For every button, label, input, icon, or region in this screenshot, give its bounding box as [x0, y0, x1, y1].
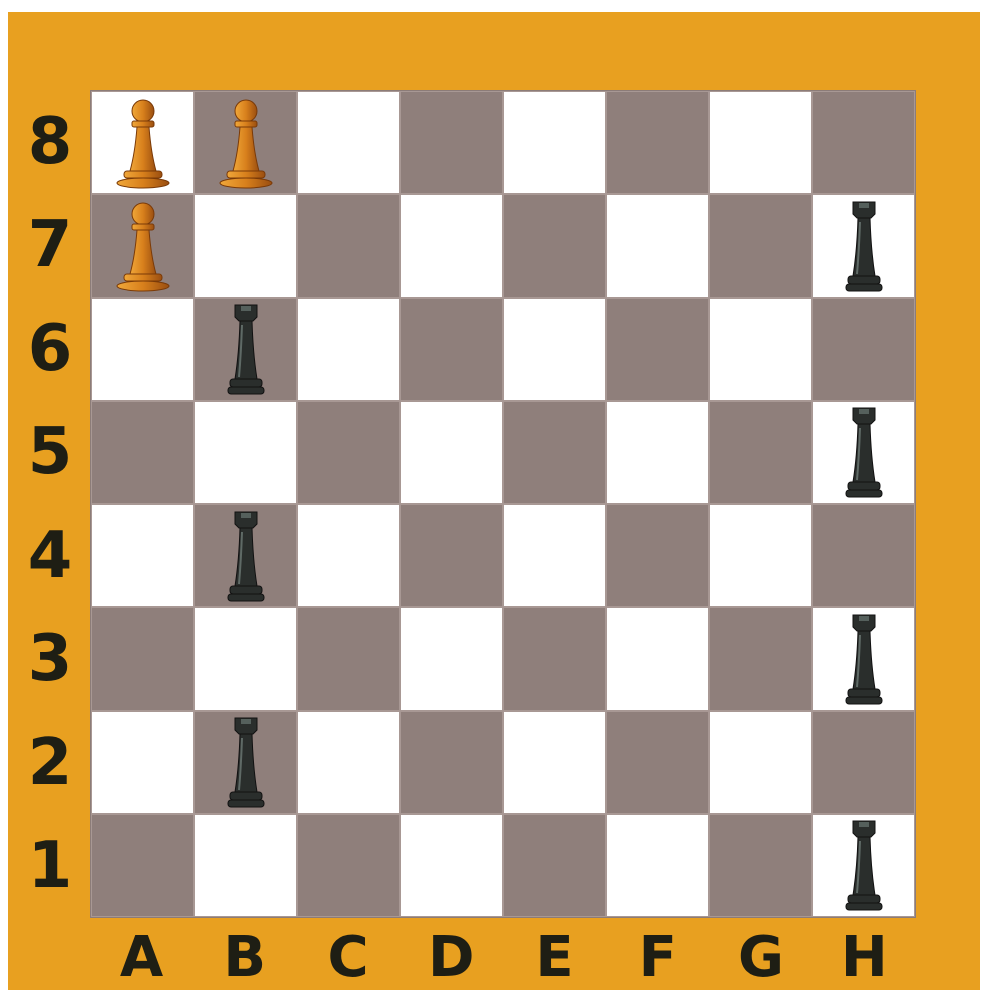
file-label-g: G — [710, 925, 813, 990]
rank-label-4: 4 — [20, 504, 80, 607]
square-e2[interactable] — [503, 711, 606, 814]
square-d5[interactable] — [400, 401, 503, 504]
square-a7[interactable] — [91, 194, 194, 297]
square-d1[interactable] — [400, 814, 503, 917]
square-b1[interactable] — [194, 814, 297, 917]
square-c8[interactable] — [297, 91, 400, 194]
square-f2[interactable] — [606, 711, 709, 814]
rank-label-2: 2 — [20, 711, 80, 814]
square-b7[interactable] — [194, 194, 297, 297]
square-b4[interactable] — [194, 504, 297, 607]
square-d7[interactable] — [400, 194, 503, 297]
rank-label-6: 6 — [20, 297, 80, 400]
square-f8[interactable] — [606, 91, 709, 194]
black-rook-icon[interactable] — [211, 299, 281, 399]
square-h6[interactable] — [812, 298, 915, 401]
square-a8[interactable] — [91, 91, 194, 194]
square-c6[interactable] — [297, 298, 400, 401]
square-c5[interactable] — [297, 401, 400, 504]
file-label-c: C — [297, 925, 400, 990]
black-rook-icon[interactable] — [211, 712, 281, 812]
square-f4[interactable] — [606, 504, 709, 607]
file-label-d: D — [400, 925, 503, 990]
square-b8[interactable] — [194, 91, 297, 194]
square-a2[interactable] — [91, 711, 194, 814]
square-h1[interactable] — [812, 814, 915, 917]
square-g4[interactable] — [709, 504, 812, 607]
square-g1[interactable] — [709, 814, 812, 917]
square-a4[interactable] — [91, 504, 194, 607]
square-h4[interactable] — [812, 504, 915, 607]
square-d3[interactable] — [400, 607, 503, 710]
square-f6[interactable] — [606, 298, 709, 401]
chessboard — [90, 90, 916, 918]
square-g5[interactable] — [709, 401, 812, 504]
square-f3[interactable] — [606, 607, 709, 710]
rank-label-1: 1 — [20, 815, 80, 918]
square-b2[interactable] — [194, 711, 297, 814]
file-label-e: E — [503, 925, 606, 990]
square-c4[interactable] — [297, 504, 400, 607]
square-g2[interactable] — [709, 711, 812, 814]
square-h3[interactable] — [812, 607, 915, 710]
black-rook-icon[interactable] — [829, 196, 899, 296]
square-e4[interactable] — [503, 504, 606, 607]
square-g3[interactable] — [709, 607, 812, 710]
file-label-a: A — [90, 925, 193, 990]
black-rook-icon[interactable] — [829, 609, 899, 709]
square-f5[interactable] — [606, 401, 709, 504]
square-e7[interactable] — [503, 194, 606, 297]
square-h5[interactable] — [812, 401, 915, 504]
square-e1[interactable] — [503, 814, 606, 917]
black-rook-icon[interactable] — [829, 815, 899, 915]
square-h7[interactable] — [812, 194, 915, 297]
square-h2[interactable] — [812, 711, 915, 814]
square-a1[interactable] — [91, 814, 194, 917]
square-b6[interactable] — [194, 298, 297, 401]
rank-label-8: 8 — [20, 90, 80, 193]
rank-label-5: 5 — [20, 401, 80, 504]
square-d2[interactable] — [400, 711, 503, 814]
square-b5[interactable] — [194, 401, 297, 504]
square-e5[interactable] — [503, 401, 606, 504]
square-d4[interactable] — [400, 504, 503, 607]
rank-label-3: 3 — [20, 608, 80, 711]
square-b3[interactable] — [194, 607, 297, 710]
square-f1[interactable] — [606, 814, 709, 917]
file-label-b: B — [193, 925, 296, 990]
orange-pawn-icon[interactable] — [211, 93, 281, 193]
file-label-f: F — [606, 925, 709, 990]
black-rook-icon[interactable] — [211, 506, 281, 606]
square-d6[interactable] — [400, 298, 503, 401]
square-e6[interactable] — [503, 298, 606, 401]
square-a5[interactable] — [91, 401, 194, 504]
file-label-h: H — [813, 925, 916, 990]
square-c2[interactable] — [297, 711, 400, 814]
square-g7[interactable] — [709, 194, 812, 297]
square-c1[interactable] — [297, 814, 400, 917]
orange-pawn-icon[interactable] — [108, 93, 178, 193]
square-c3[interactable] — [297, 607, 400, 710]
square-f7[interactable] — [606, 194, 709, 297]
square-g8[interactable] — [709, 91, 812, 194]
rank-label-7: 7 — [20, 194, 80, 297]
black-rook-icon[interactable] — [829, 402, 899, 502]
square-a6[interactable] — [91, 298, 194, 401]
square-e8[interactable] — [503, 91, 606, 194]
square-g6[interactable] — [709, 298, 812, 401]
orange-pawn-icon[interactable] — [108, 196, 178, 296]
square-a3[interactable] — [91, 607, 194, 710]
square-d8[interactable] — [400, 91, 503, 194]
square-e3[interactable] — [503, 607, 606, 710]
square-h8[interactable] — [812, 91, 915, 194]
square-c7[interactable] — [297, 194, 400, 297]
